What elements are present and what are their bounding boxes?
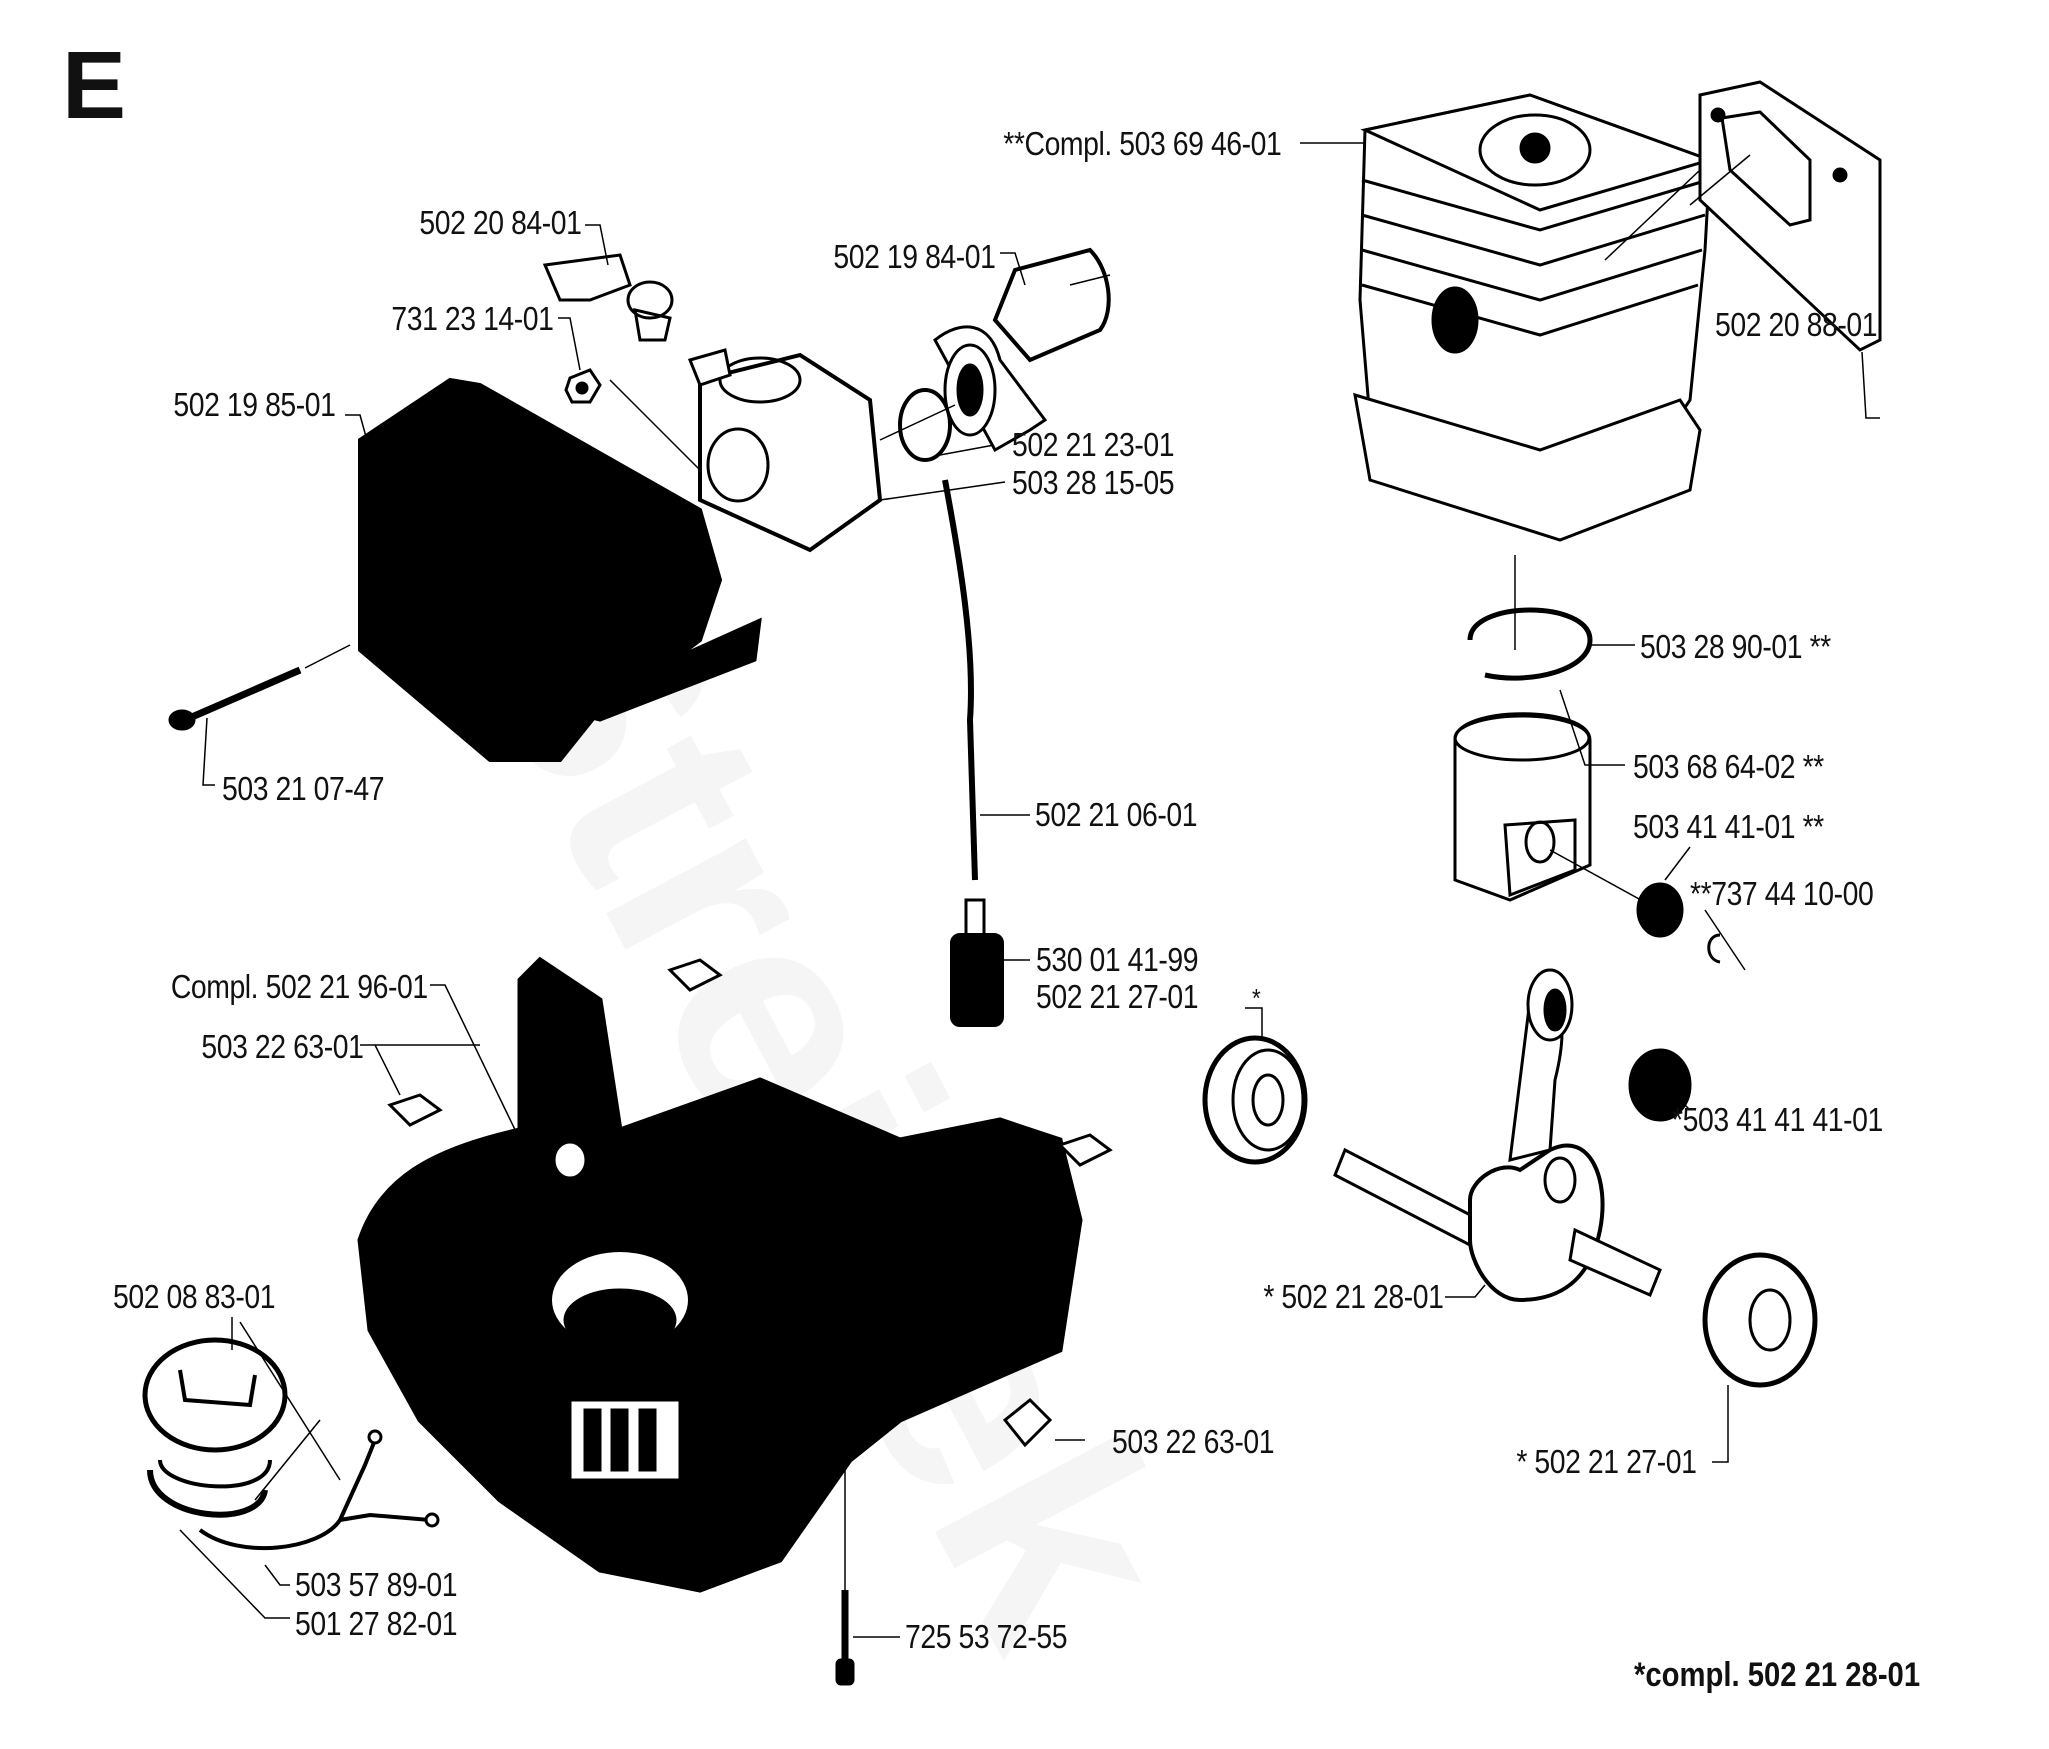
label-piston: 503 68 64-02 ** <box>1633 748 1824 785</box>
intake-manifold-part <box>933 247 1111 453</box>
clip-part <box>387 1093 443 1127</box>
crank-bearing-left-part <box>1202 1035 1308 1165</box>
label-circlip: **737 44 10-00 <box>1690 875 1874 912</box>
label-crankcase-compl: Compl. 502 21 96-01 <box>171 968 428 1005</box>
clip-part <box>1057 1133 1113 1167</box>
fuel-cap-part <box>142 1337 288 1518</box>
elbow-fitting-part <box>542 253 674 342</box>
carburetor-part <box>687 348 883 553</box>
piston-part <box>1453 712 1592 902</box>
label-bearing-left-mark: * <box>1252 983 1261 1013</box>
label-fuel-cap: 502 08 83-01 <box>113 1278 276 1315</box>
intake-ring-part <box>898 388 952 462</box>
cylinder-part <box>1353 93 1715 542</box>
label-intake-ring: 502 21 23-01 <box>1012 426 1175 463</box>
air-filter-part <box>358 377 762 762</box>
label-clip-upper: 503 22 63-01 <box>201 1028 365 1065</box>
needle-bearing-part <box>1636 882 1684 938</box>
crank-bearing-right-part <box>1702 1252 1818 1388</box>
label-crankcase-screw: 725 53 72-55 <box>905 1618 1068 1655</box>
label-exhaust-gasket: 502 20 88-01 <box>1715 306 1878 343</box>
label-crank-needle-bearing: *503 41 41 41-01 <box>1672 1101 1883 1138</box>
label-air-filter: 502 19 85-01 <box>173 386 337 423</box>
label-piston-ring: 503 28 90-01 ** <box>1640 628 1831 665</box>
label-carburetor: 503 28 15-05 <box>1012 464 1175 501</box>
label-fuel-hose: 502 21 06-01 <box>1035 796 1198 833</box>
label-elbow-fitting: 502 20 84-01 <box>419 204 583 241</box>
crank-needle-bearing-part <box>1628 1048 1692 1122</box>
label-cap-strap: 503 57 89-01 <box>295 1566 458 1603</box>
label-bearing-left: 502 21 27-01 <box>1036 978 1199 1015</box>
cap-strap-part <box>198 1439 431 1551</box>
label-intake-manifold: 502 19 84-01 <box>833 238 997 275</box>
clip-part <box>667 958 723 992</box>
crankshaft-part <box>1333 968 1662 1303</box>
footer-note: *compl. 502 21 28-01 <box>1634 1656 1921 1694</box>
crankcase-screw-part <box>835 1590 855 1686</box>
filter-screw-part <box>168 666 302 731</box>
label-crankshaft: * 502 21 28-01 <box>1263 1278 1445 1315</box>
label-bearing-right: * 502 21 27-01 <box>1516 1443 1698 1480</box>
nut-part <box>564 368 602 404</box>
label-fuel-filter: 530 01 41-99 <box>1036 941 1199 978</box>
fuel-filter-part <box>950 898 1004 1027</box>
label-clip-lower: 503 22 63-01 <box>1112 1423 1275 1460</box>
section-letter: E <box>62 32 127 139</box>
piston-ring-part <box>1467 607 1593 681</box>
label-nut: 731 23 14-01 <box>391 300 555 337</box>
crankcase-part <box>357 956 1083 1593</box>
circlip-part <box>1707 933 1721 964</box>
exhaust-gasket-part <box>1698 80 1882 352</box>
label-cap-oring: 501 27 82-01 <box>295 1605 458 1642</box>
label-filter-screw: 503 21 07-47 <box>222 770 385 807</box>
label-cylinder-compl: **Compl. 503 69 46-01 <box>1002 125 1282 162</box>
label-piston-needle-bearing: 503 41 41-01 ** <box>1633 808 1824 845</box>
clip-part <box>1002 1397 1053 1448</box>
fuel-hose-part <box>942 479 978 881</box>
